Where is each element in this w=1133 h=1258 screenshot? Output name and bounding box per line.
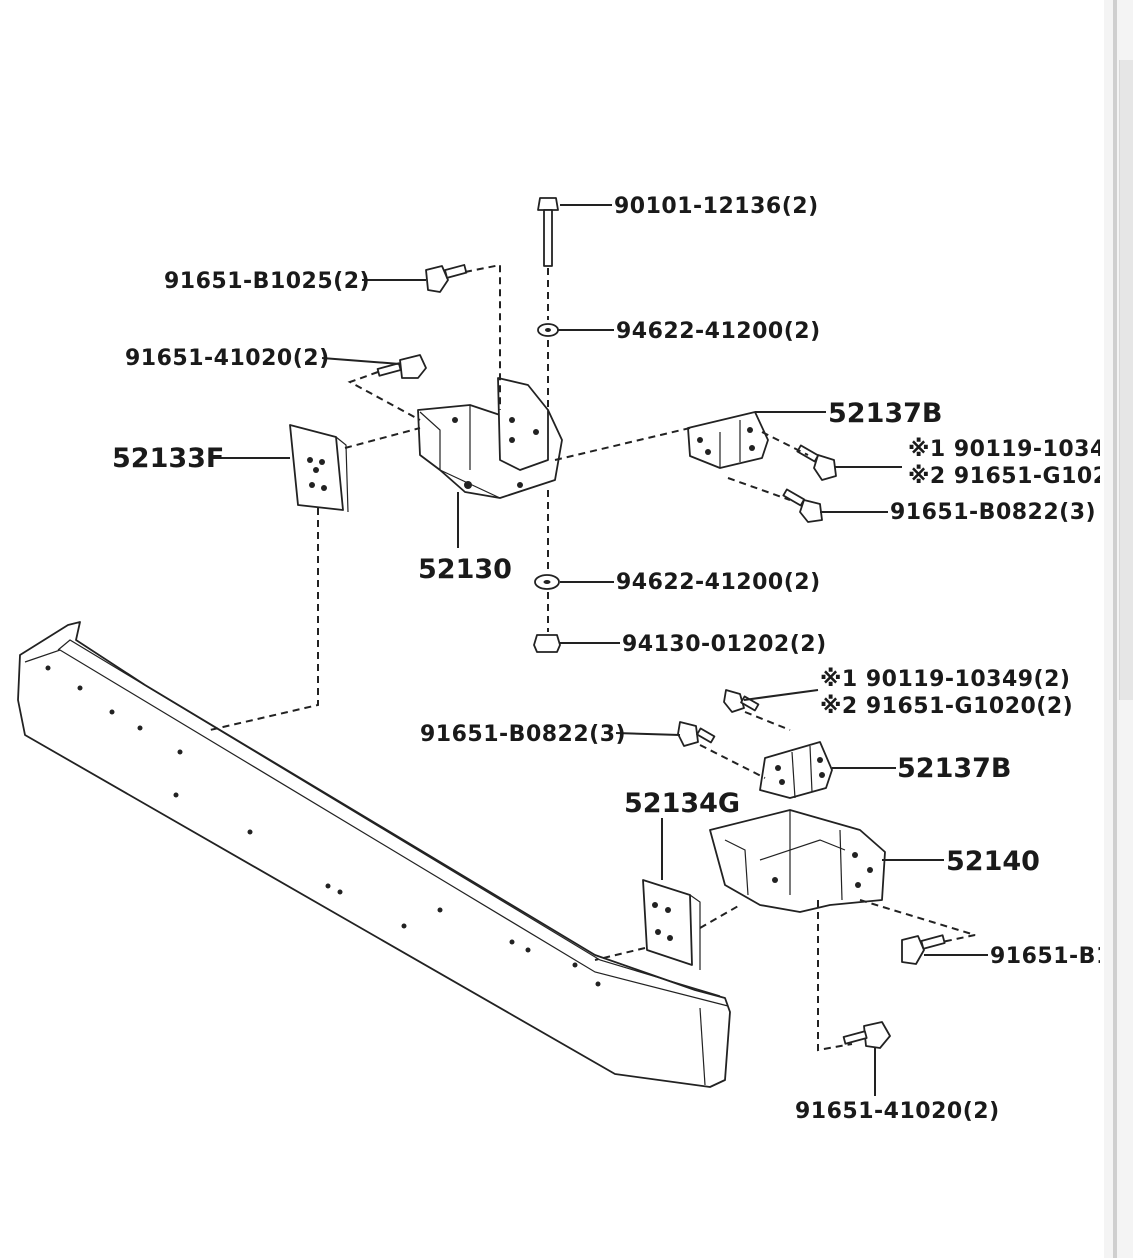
label-washer-lower: 94622-41200(2) bbox=[616, 570, 821, 595]
rear-bumper bbox=[17, 621, 731, 1088]
label-opt2-lower: ※2 91651-G1020(2) bbox=[820, 694, 1073, 719]
hex-bolt-icon bbox=[537, 197, 559, 267]
hex-bolt-icon bbox=[425, 264, 468, 293]
washer-icon bbox=[534, 574, 560, 590]
label-washer-top: 94622-41200(2) bbox=[616, 319, 821, 344]
hex-bolt-icon bbox=[376, 354, 427, 379]
label-bolt-b0822-lower: 91651-B0822(3) bbox=[420, 722, 626, 747]
label-nut: 94130-01202(2) bbox=[622, 632, 827, 657]
hex-bolt-icon bbox=[677, 721, 716, 747]
label-bolt-41020-upper: 91651-41020(2) bbox=[125, 346, 330, 371]
bracket-52134g bbox=[642, 879, 701, 970]
label-part-52140: 52140 bbox=[946, 846, 1040, 877]
hex-nut-icon bbox=[533, 634, 561, 653]
label-part-52134g: 52134G bbox=[624, 788, 740, 819]
washer-icon bbox=[537, 323, 559, 337]
assembly-dashed-lines bbox=[209, 263, 976, 1052]
scrollbar-track bbox=[1113, 0, 1117, 1258]
bracket-52137b-upper bbox=[687, 411, 769, 469]
hex-bolt-icon bbox=[901, 934, 946, 965]
label-part-52137b-upper: 52137B bbox=[828, 398, 943, 429]
label-bolt-top: 90101-12136(2) bbox=[614, 194, 819, 219]
label-part-52130: 52130 bbox=[418, 554, 512, 585]
label-part-52133f: 52133F bbox=[112, 443, 224, 474]
label-opt1-lower: ※1 90119-10349(2) bbox=[820, 667, 1070, 692]
label-bolt-b1-right: 91651-B1 bbox=[990, 944, 1100, 969]
callout-labels: 90101-12136(2) 91651-B1025(2) 94622-4120… bbox=[112, 194, 1100, 1124]
bracket-52137b-lower bbox=[759, 741, 833, 799]
parts-diagram: 90101-12136(2) 91651-B1025(2) 94622-4120… bbox=[17, 194, 1100, 1124]
scrollbar-thumb[interactable] bbox=[1119, 60, 1133, 700]
hex-bolt-icon bbox=[796, 444, 837, 481]
label-bolt-41020-lower: 91651-41020(2) bbox=[795, 1099, 1000, 1124]
label-opt2-upper: ※2 91651-G1020 bbox=[908, 464, 1100, 489]
bracket-52140 bbox=[709, 809, 886, 913]
hex-bolt-icon bbox=[723, 689, 760, 713]
label-part-52137b-lower: 52137B bbox=[897, 753, 1012, 784]
leader-lines bbox=[212, 204, 988, 1096]
label-opt1-upper: ※1 90119-10349 bbox=[908, 437, 1100, 462]
hex-bolt-icon bbox=[842, 1021, 891, 1049]
label-bolt-b0822-upper: 91651-B0822(3) bbox=[890, 500, 1096, 525]
bracket-52130 bbox=[417, 377, 563, 499]
bracket-52133f bbox=[289, 424, 349, 513]
label-bolt-b1025: 91651-B1025(2) bbox=[164, 269, 370, 294]
hex-bolt-icon bbox=[782, 488, 823, 523]
